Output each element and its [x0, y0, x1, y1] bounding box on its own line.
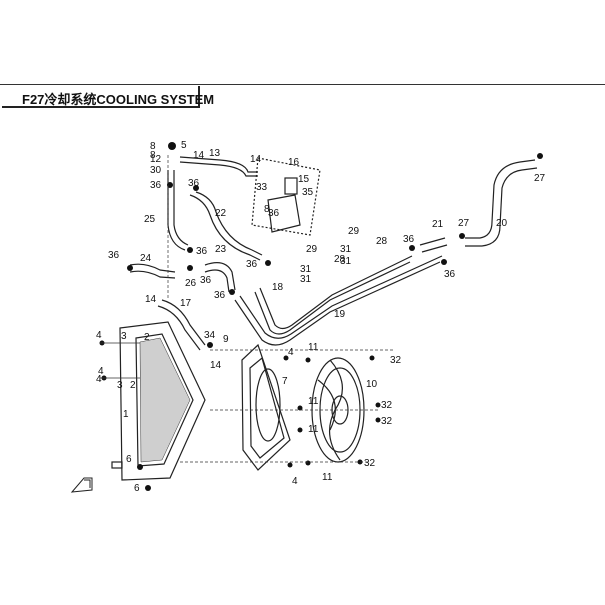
callout-36j: 36	[268, 208, 280, 219]
callout-29b: 29	[306, 244, 318, 255]
callout-18: 18	[272, 282, 284, 293]
callout-27b: 27	[458, 218, 470, 229]
callout-1: 1	[123, 409, 129, 420]
coolant-reservoir	[251, 157, 321, 236]
callout-12: 12	[150, 154, 162, 165]
callout-32d: 32	[364, 458, 376, 469]
callout-4e: 4	[292, 476, 298, 487]
page-title: F27冷却系统COOLING SYSTEM	[22, 92, 215, 107]
callout-23: 23	[215, 244, 227, 255]
callout-36g: 36	[214, 290, 226, 301]
callout-25: 25	[144, 214, 156, 225]
callout-33: 33	[256, 182, 268, 193]
callout-24: 24	[140, 253, 152, 264]
callout-34: 34	[204, 330, 216, 341]
callout-36i: 36	[444, 269, 456, 280]
callout-32b: 32	[381, 400, 393, 411]
radiator-core	[139, 337, 191, 463]
callout-28b: 28	[334, 254, 346, 265]
callout-8c: 8	[264, 204, 270, 215]
callout-19: 19	[334, 309, 346, 320]
callout-9: 9	[223, 334, 229, 345]
callout-35: 35	[302, 187, 314, 198]
callout-36h: 36	[403, 234, 415, 245]
callout-14b: 14	[250, 154, 262, 165]
callout-2b: 2	[130, 380, 136, 391]
callout-36b: 36	[188, 178, 200, 189]
callout-4c: 4	[96, 374, 102, 385]
callout-4a: 4	[96, 330, 102, 341]
callout-31c: 31	[300, 264, 312, 275]
title-frame	[2, 86, 200, 108]
callout-11b: 11	[308, 396, 319, 407]
callout-8a: 8	[150, 141, 156, 152]
leader-lines	[100, 155, 395, 463]
callout-22: 22	[215, 208, 227, 219]
front-arrow-icon	[70, 477, 93, 493]
callout-15: 15	[298, 174, 310, 185]
callout-16: 16	[288, 157, 300, 168]
callout-labels: 1 2 2 3 3 4 4 4 4 4 5 6 6 7 8 8 8 9 10 1…	[96, 140, 546, 494]
callout-26: 26	[185, 278, 197, 289]
title-rule	[0, 84, 605, 85]
callout-36e: 36	[200, 275, 212, 286]
callout-6b: 6	[134, 483, 140, 494]
callout-11d: 11	[322, 472, 333, 483]
callout-14c: 14	[145, 294, 157, 305]
callout-17: 17	[180, 298, 192, 309]
callout-28a: 28	[376, 236, 388, 247]
callout-36d: 36	[108, 250, 120, 261]
callout-30: 30	[150, 165, 162, 176]
callout-4b: 4	[98, 366, 104, 377]
callout-8b: 8	[150, 150, 156, 161]
callout-27a: 27	[534, 173, 546, 184]
fan-shroud	[241, 343, 291, 471]
callout-36a: 36	[150, 180, 162, 191]
callout-21: 21	[432, 219, 444, 230]
callout-4d: 4	[288, 347, 294, 358]
callout-31d: 31	[300, 274, 312, 285]
callout-5: 5	[181, 140, 187, 151]
callout-31b: 31	[340, 256, 352, 267]
callout-2a: 2	[144, 332, 150, 343]
callout-14a: 14	[193, 150, 205, 161]
callout-31a: 31	[340, 244, 352, 255]
hoses	[129, 156, 538, 351]
callout-32a: 32	[390, 355, 402, 366]
callout-7: 7	[282, 376, 288, 387]
callout-29a: 29	[348, 226, 360, 237]
callout-36c: 36	[196, 246, 208, 257]
callout-6a: 6	[126, 454, 132, 465]
callout-13: 13	[209, 148, 221, 159]
callout-3b: 3	[117, 380, 123, 391]
callout-14d: 14	[210, 360, 222, 371]
callout-10: 10	[366, 379, 378, 390]
callout-11a: 11	[308, 342, 319, 353]
callout-32c: 32	[381, 416, 393, 427]
radiator	[111, 321, 206, 481]
callout-11c: 11	[308, 424, 319, 435]
callout-36f: 36	[246, 259, 258, 270]
callout-20: 20	[496, 218, 508, 229]
callout-3a: 3	[121, 331, 127, 342]
